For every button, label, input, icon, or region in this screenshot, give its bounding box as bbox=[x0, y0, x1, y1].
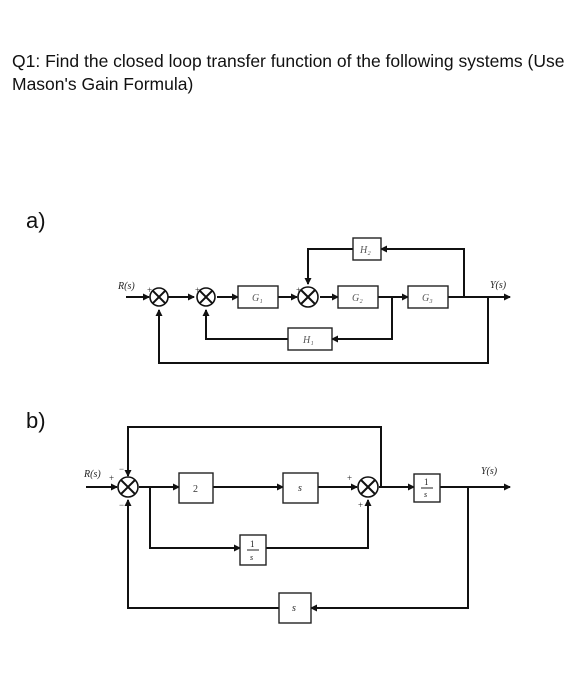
svg-text:G₃: G₃ bbox=[422, 293, 433, 304]
block-h2: H₂ bbox=[352, 237, 382, 261]
output-label-a: Y(s) bbox=[490, 280, 507, 291]
summing-junction-1 bbox=[149, 287, 169, 307]
block-g3: G₃ bbox=[407, 285, 449, 309]
sign-b1-minus-top: − bbox=[119, 464, 124, 474]
svg-text:H₂: H₂ bbox=[359, 245, 371, 256]
svg-text:s: s bbox=[424, 490, 427, 499]
summing-junction-3 bbox=[297, 286, 319, 308]
svg-text:G₂: G₂ bbox=[352, 293, 363, 304]
output-label-b: Y(s) bbox=[481, 466, 498, 477]
svg-text:G₁: G₁ bbox=[252, 293, 263, 304]
input-label-a: R(s) bbox=[117, 281, 135, 292]
sign-b1-minus-bottom: − bbox=[119, 500, 124, 510]
diagram-a: + + + G₁ G₂ G₃ H₁ H₂ R(s) Y(s) bbox=[117, 237, 511, 364]
input-label-b: R(s) bbox=[83, 469, 101, 480]
svg-text:s: s bbox=[250, 553, 253, 562]
part-a-label: a) bbox=[26, 208, 46, 233]
sign-a1: + bbox=[147, 285, 152, 295]
svg-text:1: 1 bbox=[424, 477, 429, 487]
summing-junction-b2 bbox=[357, 476, 379, 498]
svg-text:1: 1 bbox=[250, 539, 255, 549]
block-s-forward: s bbox=[282, 472, 319, 504]
summing-junction-2 bbox=[196, 287, 216, 307]
svg-text:2: 2 bbox=[193, 484, 198, 495]
summing-junction-b1 bbox=[117, 476, 139, 498]
svg-text:H₁: H₁ bbox=[302, 335, 314, 346]
diagram-b: + − − + + 2 s 1 s 1 s s R(s) bbox=[83, 426, 511, 624]
sign-b2-plus-top: + bbox=[347, 473, 352, 483]
svg-text:s: s bbox=[298, 483, 302, 494]
sign-a3: + bbox=[296, 285, 301, 295]
sign-b1-plus: + bbox=[109, 473, 114, 483]
block-g2: G₂ bbox=[337, 285, 379, 309]
block-s-feedback: s bbox=[278, 592, 312, 624]
sign-a2: + bbox=[195, 285, 200, 295]
block-h1: H₁ bbox=[287, 327, 333, 351]
block-one-over-s-output: 1 s bbox=[413, 473, 441, 503]
block-g1: G₁ bbox=[237, 285, 279, 309]
block-gain-2: 2 bbox=[178, 472, 214, 504]
question-text: Q1: Find the closed loop transfer functi… bbox=[12, 51, 565, 94]
part-b-label: b) bbox=[26, 408, 46, 433]
svg-text:s: s bbox=[292, 603, 296, 614]
block-one-over-s-middle: 1 s bbox=[239, 534, 267, 566]
sign-b2-plus-bottom: + bbox=[358, 500, 363, 510]
